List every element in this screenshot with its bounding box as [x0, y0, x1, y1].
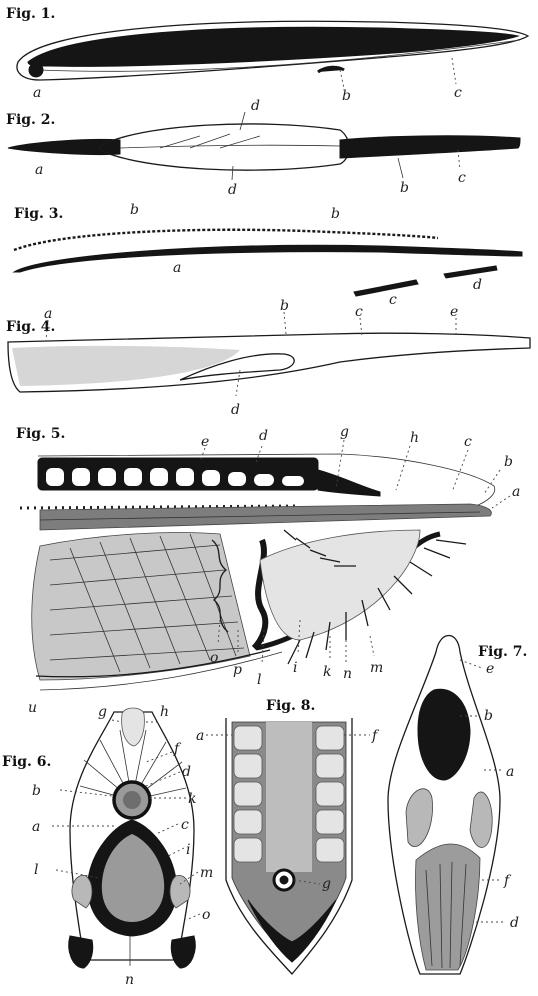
figure-5-title: Fig. 5. [16, 426, 65, 442]
figure-6-label-b: b [32, 783, 41, 799]
figure-8: Fig. 8. a f g [196, 698, 380, 974]
figure-2-label-d-bottom: d [228, 182, 237, 198]
figure-6: Fig. 6. g h f d b k a c i l [2, 704, 213, 988]
figure-3-label-b-left: b [130, 202, 139, 218]
figure-6-label-c: c [181, 817, 189, 833]
figure-5-label-i: i [293, 660, 297, 676]
figure-7-label-b: b [484, 708, 493, 724]
figure-7-title: Fig. 7. [478, 644, 527, 660]
figure-5-label-a: a [512, 484, 520, 500]
figure-6-label-n: n [125, 972, 134, 988]
figure-5-label-c: c [464, 434, 472, 450]
figure-6-label-m: m [200, 865, 213, 881]
figure-6-label-g: g [98, 704, 107, 720]
figure-7: Fig. 7. e b a f d [388, 636, 527, 975]
figure-6-label-h: h [160, 704, 169, 720]
figure-1-label-b: b [342, 88, 351, 104]
figure-1-title: Fig. 1. [6, 6, 55, 22]
figure-3-label-b-right: b [331, 206, 340, 222]
figure-5-label-b: b [504, 454, 513, 470]
figure-8-title: Fig. 8. [266, 698, 315, 714]
figure-5-label-p: p [233, 662, 242, 678]
figure-6-label-k: k [188, 791, 196, 807]
figure-3-title: Fig. 3. [14, 206, 63, 222]
figure-2-label-c: c [458, 170, 466, 186]
figure-5-label-o: o [210, 650, 218, 666]
figure-7-label-f: f [503, 873, 512, 889]
figure-5-label-d: d [259, 428, 268, 444]
figure-3-label-a: a [173, 260, 181, 276]
figure-3-label-d: d [473, 277, 482, 293]
figure-6-label-o: o [202, 907, 210, 923]
figure-7-label-d: d [510, 915, 519, 931]
figure-5-label-e: e [201, 434, 209, 450]
figure-7-label-e: e [486, 661, 494, 677]
figure-8-label-f: f [371, 728, 380, 744]
figure-4-label-e: e [450, 304, 458, 320]
figure-1-label-a: a [33, 85, 41, 101]
figure-6-label-a: a [32, 819, 40, 835]
figure-2-label-a: a [35, 162, 43, 178]
figure-5-label-k: k [323, 664, 331, 680]
figure-6-label-f: f [173, 741, 182, 757]
figure-5-label-h: h [410, 430, 419, 446]
figure-5-label-m: m [370, 660, 383, 676]
figure-5-label-g: g [340, 424, 349, 440]
figure-2-label-b: b [400, 180, 409, 196]
figure-1: Fig. 1. a b c [6, 6, 528, 104]
figure-7-label-a: a [506, 764, 514, 780]
figure-3: Fig. 3. b b a c d [14, 202, 522, 308]
figure-4: Fig. 4. a b c e d [6, 298, 530, 418]
figure-2-label-d-top: d [251, 98, 260, 114]
figure-4-label-d: d [231, 402, 240, 418]
figure-5: Fig. 5. [16, 424, 520, 716]
figure-2: Fig. 2. d a d b c [6, 98, 520, 198]
figure-5-label-u: u [28, 700, 37, 716]
figure-5-label-n: n [343, 666, 352, 682]
figure-6-title: Fig. 6. [2, 754, 51, 770]
figure-1-mouth-spot [29, 63, 43, 77]
figure-1-label-c: c [454, 85, 462, 101]
figure-5-label-l: l [257, 672, 261, 688]
figure-6-label-d: d [182, 764, 191, 780]
figure-8-label-a: a [196, 728, 204, 744]
figure-4-label-c: c [355, 304, 363, 320]
figure-5-dorsal-chambers [38, 458, 380, 496]
figure-3-label-c: c [389, 292, 397, 308]
figure-6-label-l: l [34, 862, 38, 878]
figure-4-label-a: a [44, 306, 52, 322]
figure-8-label-g: g [322, 876, 331, 892]
figure-6-label-i: i [186, 842, 190, 858]
figure-4-label-b: b [280, 298, 289, 314]
figure-2-title: Fig. 2. [6, 112, 55, 128]
